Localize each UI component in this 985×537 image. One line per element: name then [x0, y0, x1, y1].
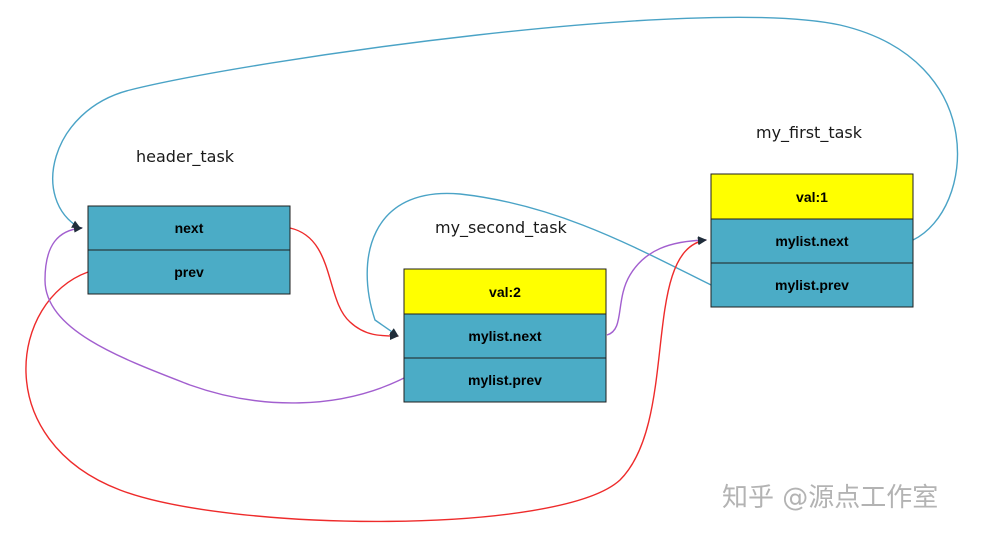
my-first-task-val-cell: [710, 173, 914, 220]
watermark-text: 知乎 @源点工作室: [722, 483, 938, 513]
header-task-label: header_task: [136, 147, 235, 167]
my-second-task-prev-cell: [403, 357, 607, 403]
my-first-task-node: my_first_task val:1 mylist.next mylist.p…: [710, 123, 914, 308]
my-second-task-next-cell: [403, 313, 607, 359]
link-header-prev-to-first-next: [25, 237, 707, 523]
my-second-task-prev-text: mylist.prev: [468, 372, 542, 388]
link-first-next-to-header: [52, 16, 959, 241]
header-task-node: header_task next prev: [87, 147, 291, 295]
my-first-task-prev-text: mylist.prev: [775, 277, 849, 293]
my-first-task-val-text: val:1: [796, 189, 828, 205]
header-task-next-text: next: [175, 220, 204, 236]
header-task-prev-cell: [87, 249, 291, 295]
link-second-next-to-first-next: [606, 236, 707, 336]
link-second-prev-to-header-next: [44, 224, 405, 404]
my-first-task-label: my_first_task: [756, 123, 863, 143]
link-first-prev-to-second-next: [366, 192, 712, 337]
my-first-task-prev-cell: [710, 262, 914, 308]
my-first-task-next-text: mylist.next: [775, 233, 848, 249]
my-second-task-next-text: mylist.next: [468, 328, 541, 344]
header-task-next-cell: [87, 205, 291, 251]
link-header-next-to-second-next: [289, 227, 399, 340]
my-second-task-node: my_second_task val:2 mylist.next mylist.…: [403, 218, 607, 403]
my-second-task-val-cell: [403, 268, 607, 315]
my-first-task-next-cell: [710, 218, 914, 264]
my-second-task-val-text: val:2: [489, 284, 521, 300]
header-task-prev-text: prev: [174, 264, 204, 280]
my-second-task-label: my_second_task: [435, 218, 568, 238]
